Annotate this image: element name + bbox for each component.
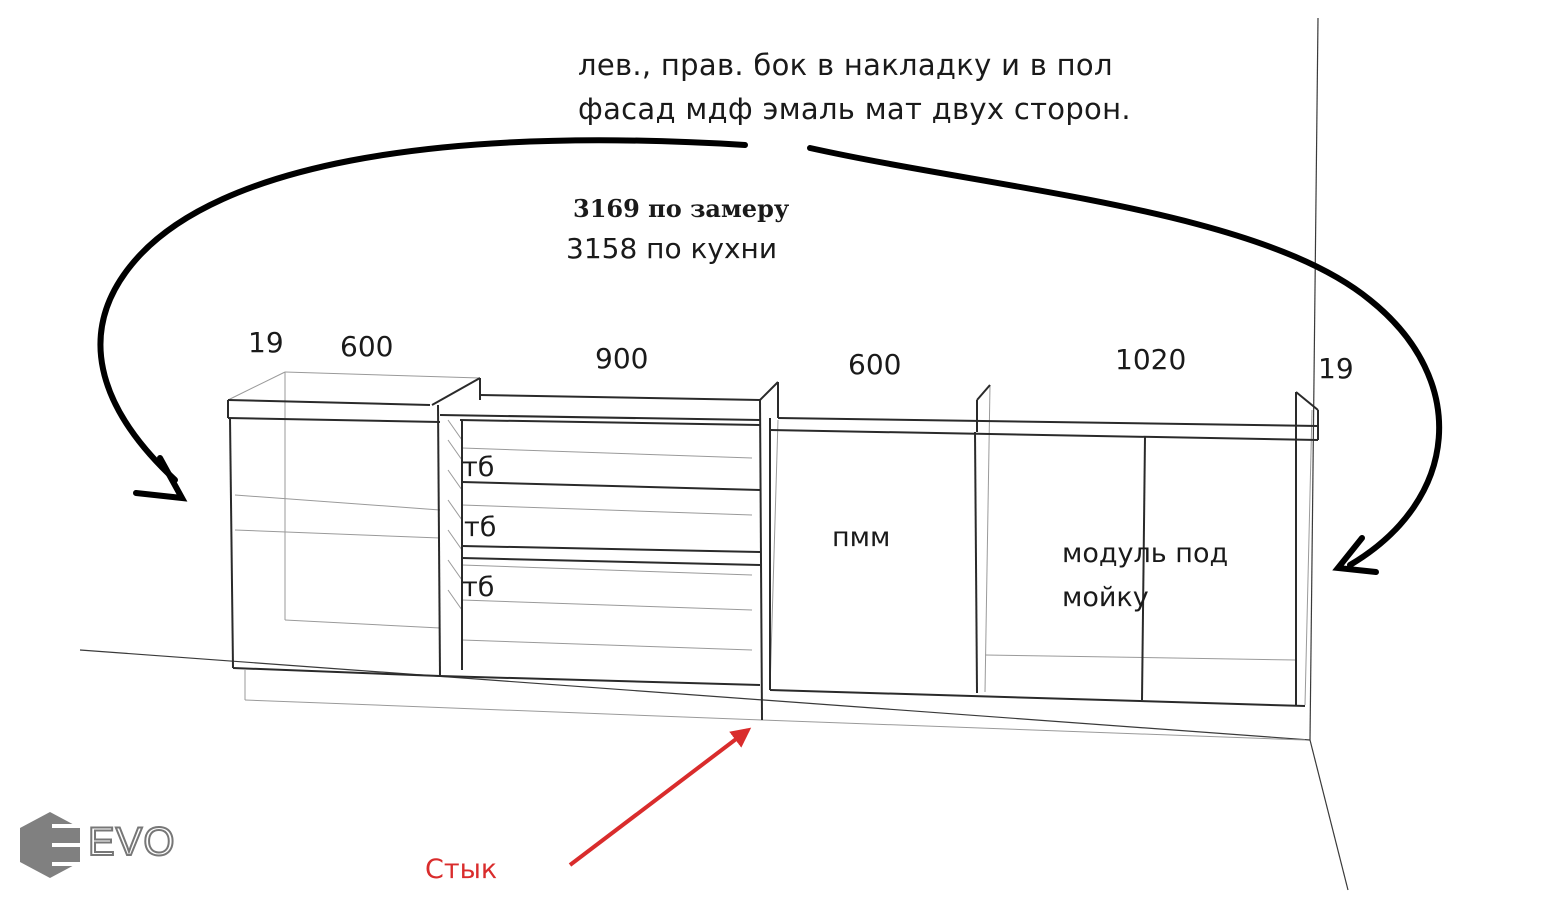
dimension-right-side: 19 [1318, 352, 1354, 385]
thin-lines [227, 371, 1313, 741]
dimension-dishwasher: 600 [848, 348, 902, 381]
kitchen-length: 3158 по кухни [566, 232, 778, 265]
right-arrowhead [1332, 535, 1379, 575]
dimension-tall-unit: 600 [340, 330, 394, 363]
curved-arrows [97, 137, 1443, 575]
dimension-left-side: 19 [248, 326, 284, 359]
joint-label: Стык [425, 854, 498, 885]
sink-module-label-1: модуль под [1062, 538, 1229, 569]
watermark-logo [20, 812, 92, 878]
right-curved-arrow [807, 145, 1443, 568]
dimension-sink-unit: 1020 [1115, 343, 1187, 376]
left-curved-arrow [97, 137, 748, 483]
note-line-2: фасад мдф эмаль мат двух сторон. [578, 92, 1131, 126]
drawer-label-2: тб [464, 512, 497, 543]
sink-module-label-2: мойку [1062, 582, 1149, 613]
dishwasher-label: пмм [832, 522, 891, 553]
drawer-label-1: тб [462, 452, 495, 483]
dimension-drawer-unit: 900 [595, 342, 649, 375]
left-arrowhead [133, 455, 188, 502]
joint-arrow [568, 727, 752, 867]
measured-length: 3169 по замеру [573, 194, 790, 223]
cabinet-frames [227, 377, 1319, 721]
room-lines [79, 17, 1349, 891]
watermark-text: EVO [87, 819, 176, 865]
drawer-label-3: тб [462, 572, 495, 603]
note-line-1: лев., прав. бок в накладку и в пол [578, 48, 1113, 82]
